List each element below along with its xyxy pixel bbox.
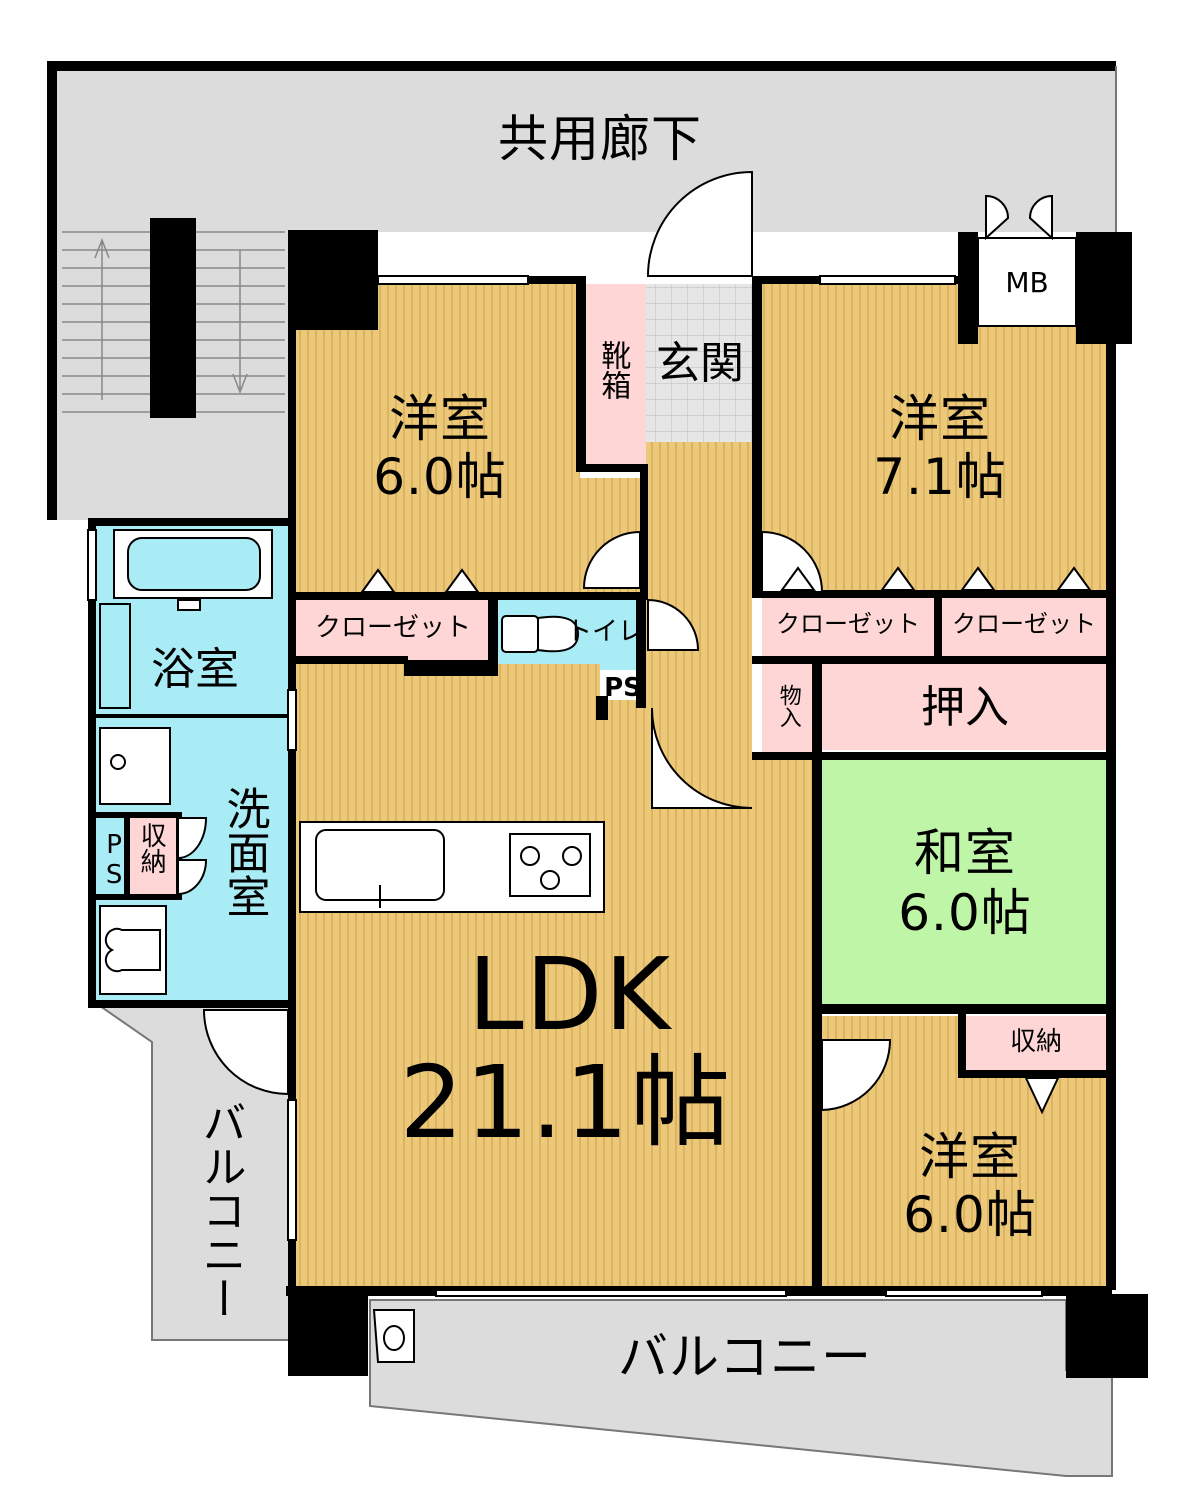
closet-2-area bbox=[762, 598, 934, 656]
oshiire-label: 押入 bbox=[921, 682, 1009, 733]
mb-label: MB bbox=[1005, 266, 1049, 299]
closet-3-label: クローゼット bbox=[952, 610, 1096, 638]
storage-1-area bbox=[130, 818, 176, 894]
western-room-1-size: 6.0帖 bbox=[373, 448, 507, 506]
western-room-2-name: 洋室 bbox=[889, 390, 991, 448]
bath-fixtures bbox=[99, 529, 580, 995]
storage-2-label: 収納 bbox=[1009, 1027, 1062, 1057]
mb-box bbox=[977, 237, 1077, 327]
toilet-label: トイレ bbox=[566, 617, 645, 647]
windows bbox=[87, 275, 1043, 1297]
side-balcony-label: バルコニー bbox=[194, 1100, 246, 1320]
western-room-1-name: 洋室 bbox=[389, 390, 491, 448]
shoe-box-area bbox=[584, 284, 646, 470]
room-western-2-floor bbox=[762, 284, 1106, 594]
ldk-size: 21.1帖 bbox=[399, 1044, 733, 1161]
walls bbox=[88, 230, 1148, 1378]
washroom-label: 洗面室 bbox=[218, 786, 270, 918]
ldk-name: LDK bbox=[467, 936, 673, 1053]
closet-door-marks bbox=[360, 566, 1092, 1115]
doors bbox=[177, 170, 1053, 1112]
main-balcony bbox=[369, 1299, 1113, 1477]
entrance-area bbox=[646, 284, 752, 442]
japanese-room-floor bbox=[822, 760, 1106, 1004]
balcony-sink bbox=[372, 1309, 415, 1363]
main-balcony-label: バルコニー bbox=[618, 1328, 872, 1386]
storage-1-label: 収納 bbox=[136, 822, 167, 874]
shoe-box-label: 靴箱 bbox=[595, 340, 631, 400]
closet-1-label: クローゼット bbox=[314, 613, 471, 643]
japanese-room-size: 6.0帖 bbox=[898, 884, 1032, 942]
ps-2-label: PS bbox=[604, 673, 642, 703]
stair-core-wall bbox=[150, 218, 196, 418]
closet-3-area bbox=[942, 598, 1106, 656]
monoire-area bbox=[762, 664, 816, 754]
western-room-3-size: 6.0帖 bbox=[903, 1186, 1037, 1244]
japanese-room-name: 和室 bbox=[914, 824, 1016, 882]
monoire-label: 物入 bbox=[775, 684, 801, 728]
bath-label: 浴室 bbox=[151, 644, 239, 695]
hallway-floor bbox=[646, 442, 752, 754]
closet-1-area bbox=[296, 600, 490, 660]
common-corridor bbox=[47, 61, 1117, 520]
room-western-1-floor bbox=[296, 284, 640, 596]
kitchen-counter bbox=[299, 821, 605, 913]
entrance-label: 玄関 bbox=[656, 338, 744, 389]
ps-1-label: PS bbox=[99, 830, 130, 890]
oshiire-area bbox=[822, 664, 1106, 750]
western-room-3-name: 洋室 bbox=[919, 1128, 1021, 1186]
storage-2-area bbox=[966, 1016, 1106, 1072]
ldk-floor bbox=[296, 664, 812, 1290]
common-corridor-label: 共用廊下 bbox=[498, 110, 702, 168]
closet-2-label: クローゼット bbox=[776, 610, 920, 638]
western-room-2-size: 7.1帖 bbox=[873, 448, 1007, 506]
